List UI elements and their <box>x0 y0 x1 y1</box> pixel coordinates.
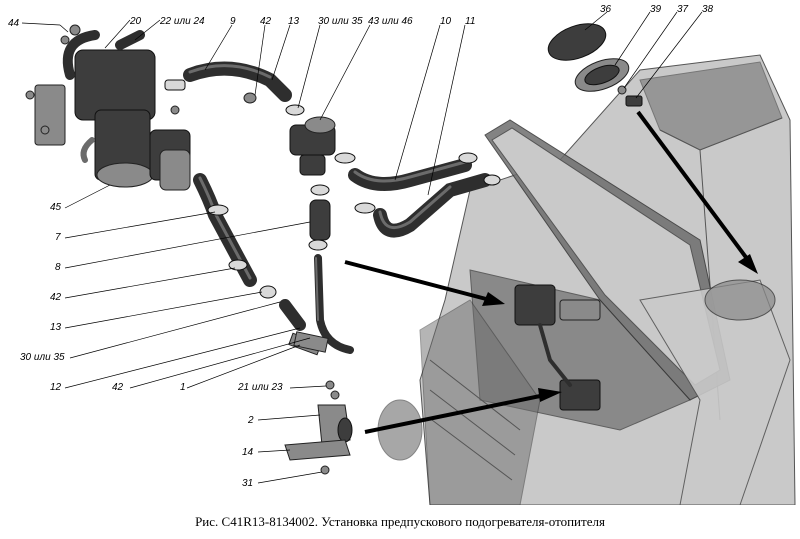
pointer-arrows <box>344 110 758 434</box>
hose-9 <box>183 61 305 116</box>
callout-20: 20 <box>129 16 142 27</box>
callout-43: 43 или 46 <box>368 16 413 27</box>
callout-30-mid: 30 или 35 <box>20 352 65 363</box>
callout-44: 44 <box>8 18 20 29</box>
truck-cab <box>377 54 796 505</box>
callout-37: 37 <box>677 4 689 15</box>
cover-parts <box>547 23 643 107</box>
callout-10: 10 <box>440 16 452 27</box>
callout-38: 38 <box>702 4 714 15</box>
pump <box>289 116 356 354</box>
hose-chain-left <box>193 173 322 356</box>
callout-11: 11 <box>465 16 475 27</box>
callout-45: 45 <box>50 202 62 213</box>
callout-13-mid: 13 <box>50 322 62 333</box>
callout-2: 2 <box>247 415 254 426</box>
callout-42-low: 42 <box>112 382 124 393</box>
callout-1: 1 <box>180 382 186 393</box>
callout-9: 9 <box>230 16 236 27</box>
callout-14: 14 <box>242 447 254 458</box>
hoses-10-11 <box>348 152 501 238</box>
callout-labels: 44 20 22 или 24 9 42 13 30 или 35 43 или… <box>8 4 714 489</box>
callout-8: 8 <box>55 262 61 273</box>
callout-7: 7 <box>55 232 61 243</box>
figure-caption: Рис. C41R13-8134002. Установка предпуско… <box>195 514 605 529</box>
callout-39: 39 <box>650 4 662 15</box>
callout-13-top: 13 <box>288 16 300 27</box>
callout-22: 22 или 24 <box>159 16 205 27</box>
callout-31: 31 <box>242 478 253 489</box>
bracket-group <box>284 380 353 475</box>
leader-lines <box>21 11 703 484</box>
callout-21: 21 или 23 <box>237 382 283 393</box>
callout-30-top: 30 или 35 <box>318 16 363 27</box>
callout-42-top: 42 <box>260 16 272 27</box>
callout-36: 36 <box>600 4 612 15</box>
heater-assembly <box>25 24 191 191</box>
heater-installation-diagram: 44 20 22 или 24 9 42 13 30 или 35 43 или… <box>8 4 796 505</box>
callout-12: 12 <box>50 382 62 393</box>
callout-42-mid: 42 <box>50 292 62 303</box>
